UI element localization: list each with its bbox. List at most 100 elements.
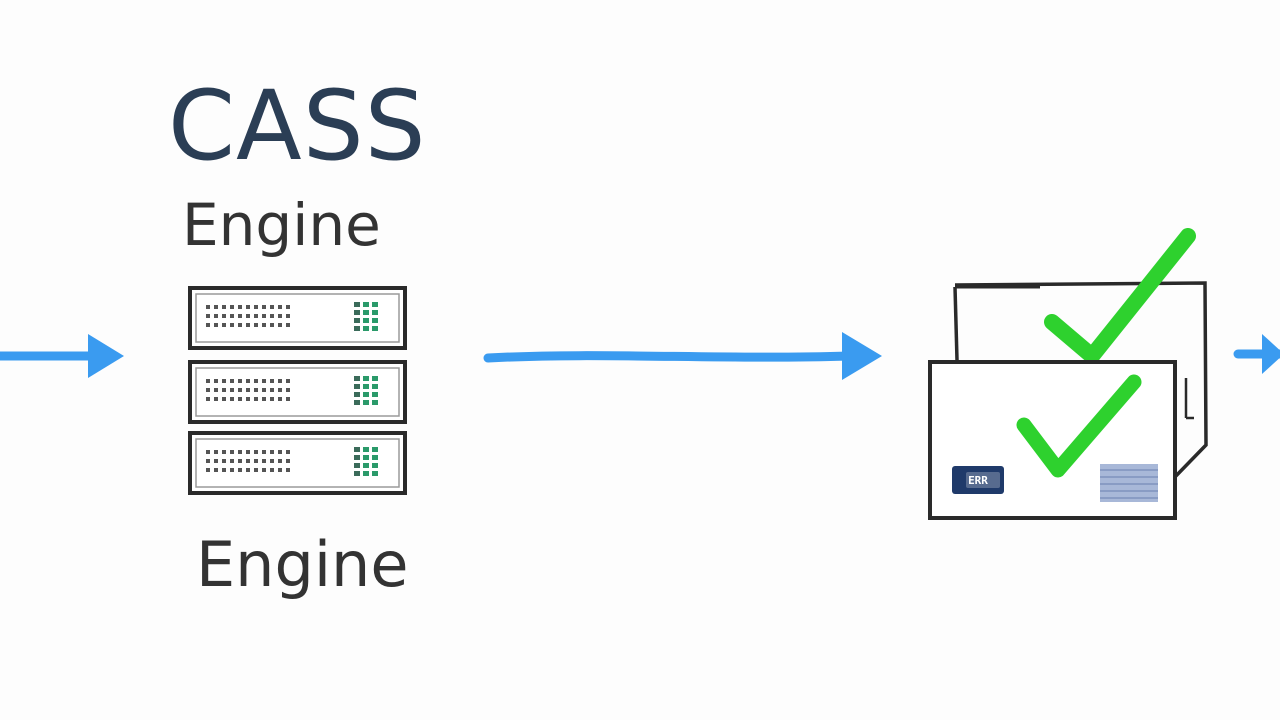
server-vent-dot xyxy=(230,388,234,392)
server-vent-dot xyxy=(270,388,274,392)
server-vent-dot xyxy=(230,379,234,383)
server-vent-dot xyxy=(262,323,266,327)
barcode-block-icon xyxy=(1100,464,1158,502)
server-vent-dot xyxy=(270,397,274,401)
server-status-light xyxy=(354,310,360,315)
server-status-light xyxy=(354,392,360,397)
server-vent-dot xyxy=(286,450,290,454)
server-vent-dot xyxy=(254,397,258,401)
server-vent-dot xyxy=(286,397,290,401)
server-vent-dot xyxy=(254,459,258,463)
server-vent-dot xyxy=(270,450,274,454)
server-status-light xyxy=(363,447,369,452)
server-vent-dot xyxy=(254,450,258,454)
server-vent-dot xyxy=(246,314,250,318)
server-vent-dot xyxy=(270,305,274,309)
badge-label: ERR xyxy=(968,474,988,487)
server-vent-dot xyxy=(278,459,282,463)
server-vent-dot xyxy=(206,450,210,454)
server-vent-dot xyxy=(278,323,282,327)
diagram-title: CASS xyxy=(168,70,427,182)
server-vent-dot xyxy=(206,388,210,392)
server-status-light xyxy=(363,455,369,460)
server-vent-dot xyxy=(262,379,266,383)
server-vent-dot xyxy=(262,450,266,454)
server-vent-dot xyxy=(222,450,226,454)
server-status-light xyxy=(372,400,378,405)
server-stack-icon xyxy=(188,286,407,495)
server-vent-dot xyxy=(230,450,234,454)
server-vent-dot xyxy=(238,397,242,401)
server-status-light xyxy=(363,400,369,405)
server-vent-dot xyxy=(262,388,266,392)
server-vent-dot xyxy=(214,459,218,463)
server-vent-dot xyxy=(222,397,226,401)
server-vent-dot xyxy=(222,379,226,383)
server-status-light xyxy=(372,455,378,460)
server-status-light xyxy=(363,471,369,476)
server-vent-dot xyxy=(262,314,266,318)
server-unit xyxy=(188,360,407,424)
server-vent-dot xyxy=(238,450,242,454)
server-status-light xyxy=(354,471,360,476)
engine-label-top: Engine xyxy=(182,191,381,259)
server-status-light xyxy=(354,302,360,307)
server-status-light xyxy=(354,463,360,468)
server-vent-dot xyxy=(222,459,226,463)
server-status-light xyxy=(363,463,369,468)
server-vent-dot xyxy=(246,305,250,309)
server-vent-dot xyxy=(230,323,234,327)
server-status-light xyxy=(354,455,360,460)
server-unit xyxy=(188,431,407,495)
server-vent-dot xyxy=(246,388,250,392)
server-vent-dot xyxy=(222,323,226,327)
server-vent-dot xyxy=(214,388,218,392)
arrow-middle-icon xyxy=(483,332,882,380)
server-vent-dot xyxy=(206,305,210,309)
server-status-light xyxy=(354,326,360,331)
server-vent-dot xyxy=(206,323,210,327)
server-vent-dot xyxy=(246,450,250,454)
server-status-light xyxy=(372,326,378,331)
server-vent-dot xyxy=(270,468,274,472)
server-vent-dot xyxy=(278,450,282,454)
server-status-light xyxy=(363,392,369,397)
server-vent-dot xyxy=(222,388,226,392)
server-vent-dot xyxy=(238,314,242,318)
server-vent-dot xyxy=(238,305,242,309)
server-vent-dot xyxy=(238,323,242,327)
server-vent-dot xyxy=(278,314,282,318)
server-vent-dot xyxy=(214,323,218,327)
server-vent-dot xyxy=(206,379,210,383)
badge-icon: ERR xyxy=(952,466,1004,494)
server-status-light xyxy=(363,326,369,331)
server-vent-dot xyxy=(238,468,242,472)
server-vent-dot xyxy=(278,388,282,392)
server-status-light xyxy=(363,302,369,307)
server-status-light xyxy=(354,447,360,452)
server-vent-dot xyxy=(270,459,274,463)
server-status-light xyxy=(354,400,360,405)
server-status-light xyxy=(363,318,369,323)
server-status-light xyxy=(354,376,360,381)
server-vent-dot xyxy=(246,459,250,463)
server-vent-dot xyxy=(246,379,250,383)
arrow-right-out-icon xyxy=(1233,334,1280,374)
server-vent-dot xyxy=(286,323,290,327)
server-status-light xyxy=(372,463,378,468)
server-status-light xyxy=(363,376,369,381)
server-vent-dot xyxy=(286,388,290,392)
server-vent-dot xyxy=(214,450,218,454)
server-status-light xyxy=(354,318,360,323)
server-vent-dot xyxy=(286,468,290,472)
server-vent-dot xyxy=(286,379,290,383)
server-vent-dot xyxy=(222,305,226,309)
server-vent-dot xyxy=(254,314,258,318)
server-vent-dot xyxy=(238,459,242,463)
server-vent-dot xyxy=(230,397,234,401)
server-vent-dot xyxy=(206,468,210,472)
server-vent-dot xyxy=(238,379,242,383)
server-vent-dot xyxy=(254,379,258,383)
server-vent-dot xyxy=(254,468,258,472)
